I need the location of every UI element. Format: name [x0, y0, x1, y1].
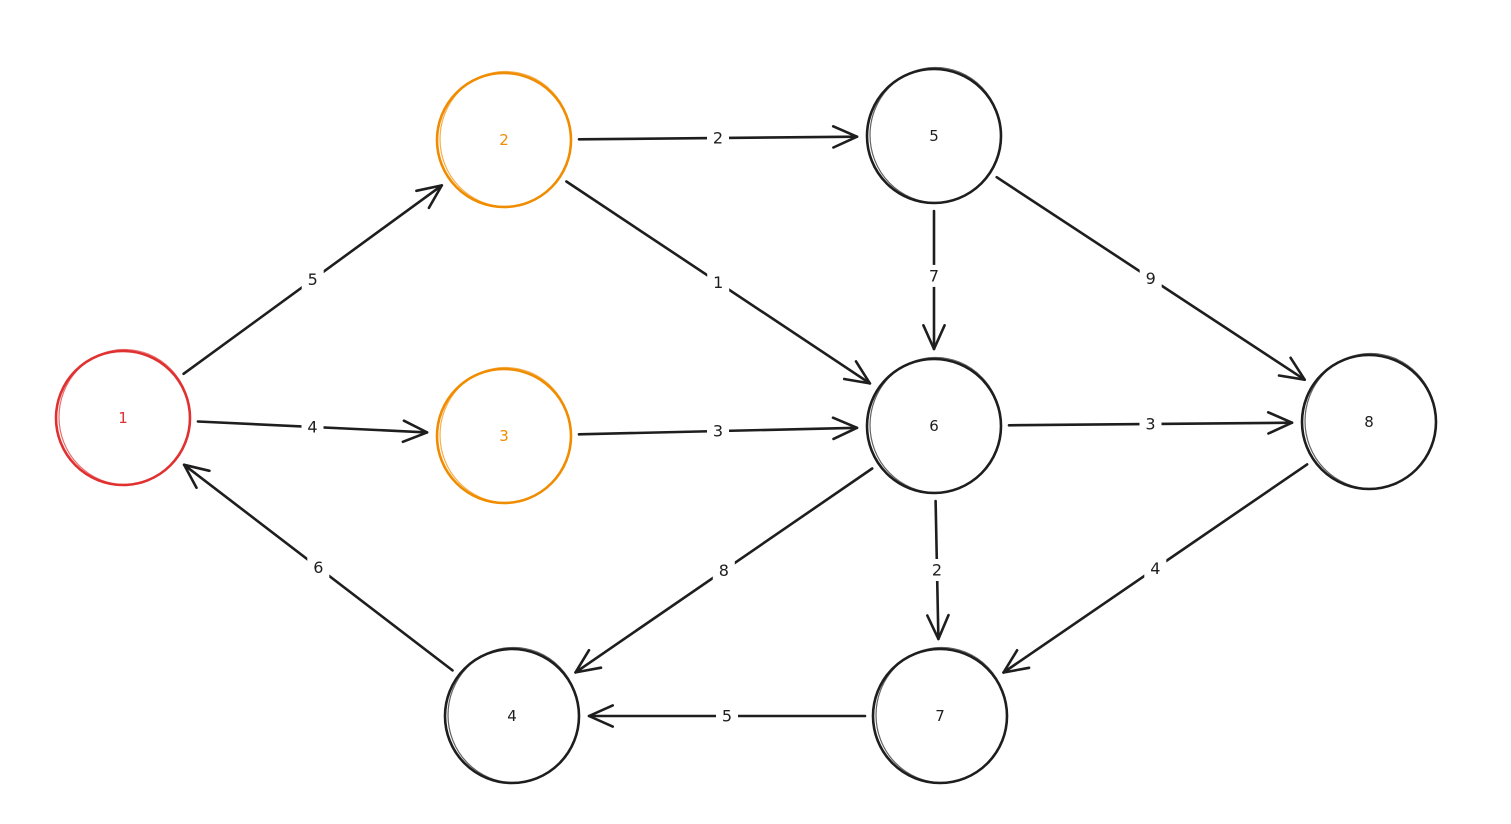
arrowhead-icon	[831, 416, 859, 441]
edge-label-background	[301, 268, 324, 291]
edge-weight: 5	[722, 707, 732, 726]
nodes-layer: 1 2 3 4 5 6 7 8	[54, 66, 1438, 785]
edges-layer: 5 4 2 1 3 7 9 3 8 2 4 5 6	[182, 125, 1309, 728]
node-circle-sketch	[869, 356, 1002, 494]
edge-weight: 8	[719, 561, 729, 580]
edge-label-background	[1139, 267, 1162, 290]
node-label: 3	[499, 427, 509, 445]
arrowhead-icon	[926, 613, 950, 641]
edge-5-to-6: 7	[922, 209, 946, 351]
edge-1-to-2: 5	[182, 184, 444, 376]
node-2[interactable]: 2	[435, 70, 573, 209]
edge-6-to-4: 8	[574, 467, 874, 674]
edge-label-background	[1139, 413, 1162, 435]
edge-label-background	[707, 271, 730, 294]
node-5[interactable]: 5	[865, 66, 1003, 205]
node-label: 5	[929, 127, 939, 145]
edge-label-background	[707, 127, 729, 149]
edge-7-to-4: 5	[587, 704, 867, 728]
arrowhead-icon	[922, 324, 946, 351]
edge-weight: 4	[1150, 559, 1160, 578]
arrowhead-icon	[1266, 411, 1294, 435]
arrowhead-icon	[831, 125, 859, 149]
edge-weight: 3	[1145, 415, 1155, 434]
node-circle-sketch	[447, 646, 580, 784]
edge-2-to-5: 2	[577, 125, 859, 149]
edge-2-to-6: 1	[565, 180, 872, 385]
edge-weight: 4	[307, 418, 317, 437]
edge-8-to-7: 4	[1002, 463, 1309, 674]
edge-6-to-7: 2	[926, 499, 950, 641]
edge-weight: 6	[313, 558, 323, 577]
node-label: 7	[935, 707, 945, 725]
edge-4-to-1: 6	[182, 463, 454, 672]
node-circle-sketch	[875, 646, 1008, 784]
edge-weight: 5	[308, 270, 318, 289]
node-circle-sketch	[869, 66, 1002, 204]
arrowhead-icon	[415, 184, 444, 210]
arrowhead-icon	[401, 419, 429, 444]
node-8[interactable]: 8	[1300, 352, 1438, 491]
edge-weight: 2	[932, 561, 942, 580]
node-circle-sketch	[439, 70, 572, 208]
edge-label-background	[716, 705, 738, 727]
edge-5-to-8: 9	[995, 175, 1306, 382]
edge-label-background	[1144, 557, 1167, 580]
edge-weight: 9	[1146, 269, 1156, 288]
arrowhead-icon	[182, 463, 211, 489]
node-circle-sketch	[1304, 352, 1437, 490]
edge-weight: 1	[713, 273, 723, 292]
arrowhead-icon	[587, 704, 614, 728]
node-6[interactable]: 6	[865, 356, 1003, 495]
edge-label-background	[712, 559, 735, 582]
edge-6-to-8: 3	[1007, 411, 1294, 435]
node-label: 8	[1364, 413, 1374, 431]
node-circle-sketch	[58, 348, 191, 486]
node-label: 2	[499, 131, 509, 149]
node-3[interactable]: 3	[435, 366, 573, 505]
arrowhead-icon	[1002, 649, 1031, 674]
node-circle-sketch	[439, 366, 572, 504]
arrowhead-icon	[574, 648, 603, 674]
arrowhead-icon	[842, 360, 872, 385]
edge-weight: 3	[713, 422, 723, 441]
node-7[interactable]: 7	[871, 646, 1009, 785]
node-label: 1	[118, 409, 128, 427]
edge-label-background	[307, 556, 330, 579]
node-label: 6	[929, 417, 939, 435]
edge-label-background	[301, 416, 324, 438]
edge-label-background	[707, 420, 729, 442]
edge-weight: 2	[713, 129, 723, 148]
node-label: 4	[507, 707, 517, 725]
edge-1-to-3: 4	[196, 416, 429, 444]
node-1[interactable]: 1	[54, 348, 192, 487]
edge-label-background	[923, 264, 945, 287]
edge-3-to-6: 3	[577, 416, 859, 442]
edge-label-background	[926, 559, 948, 581]
node-4[interactable]: 4	[443, 646, 581, 785]
edge-weight: 7	[929, 266, 939, 285]
arrowhead-icon	[1277, 356, 1306, 381]
